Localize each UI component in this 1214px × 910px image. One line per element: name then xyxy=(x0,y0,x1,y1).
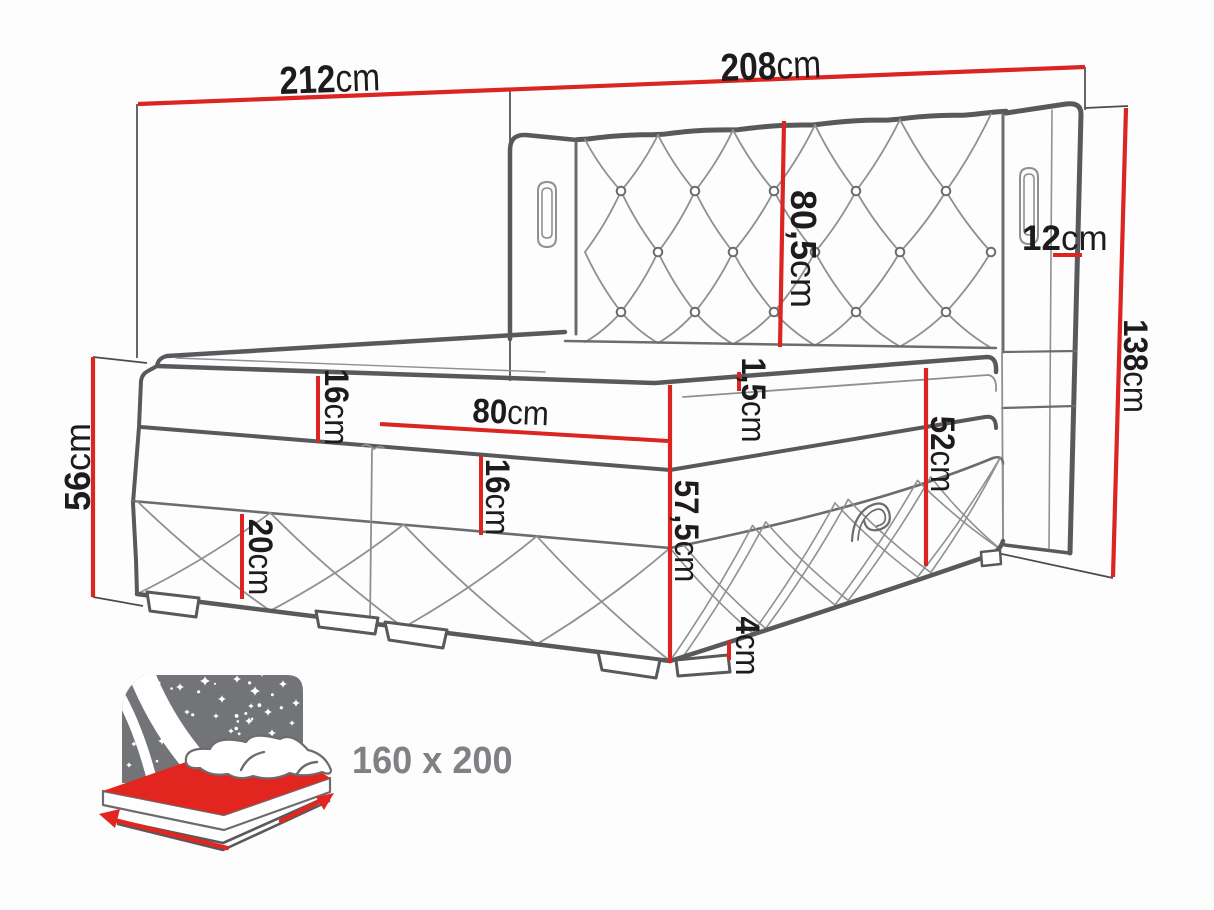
svg-text:20cm: 20cm xyxy=(242,519,281,595)
svg-text:160 x 200: 160 x 200 xyxy=(352,738,513,781)
svg-text:212cm: 212cm xyxy=(279,55,381,103)
svg-text:208cm: 208cm xyxy=(720,42,822,90)
svg-text:1,5cm: 1,5cm xyxy=(735,357,774,442)
svg-text:56cm: 56cm xyxy=(57,423,98,511)
svg-text:52cm: 52cm xyxy=(924,416,963,492)
svg-text:57,5cm: 57,5cm xyxy=(668,480,707,583)
svg-text:12cm: 12cm xyxy=(1022,219,1108,258)
svg-text:80,5cm: 80,5cm xyxy=(783,190,824,308)
svg-text:16cm: 16cm xyxy=(318,369,357,445)
svg-text:16cm: 16cm xyxy=(479,459,518,535)
svg-text:80cm: 80cm xyxy=(472,391,550,433)
svg-text:4cm: 4cm xyxy=(729,616,768,675)
svg-text:138cm: 138cm xyxy=(1117,319,1156,413)
